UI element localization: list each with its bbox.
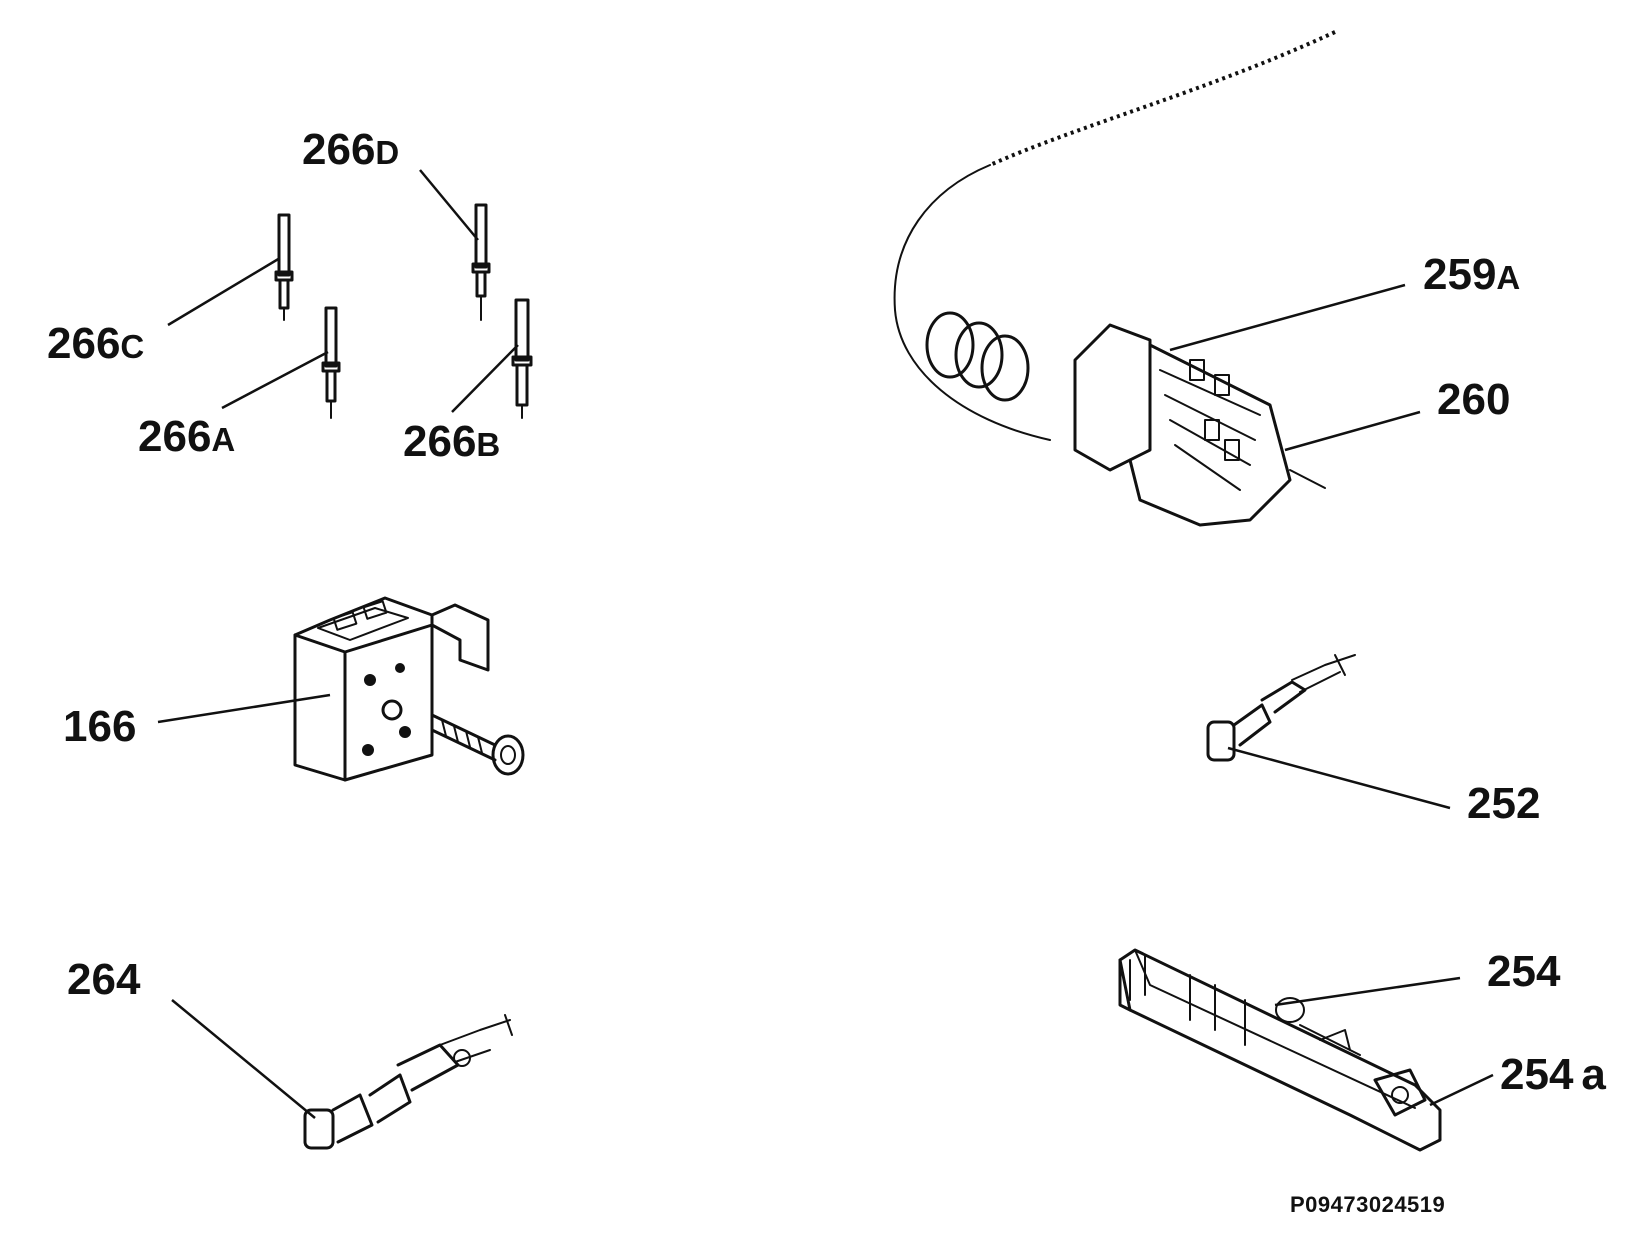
thermocouple-bracket-166 [293,596,525,782]
leader-lines [157,169,1494,1119]
document-number: P09473024519 [1290,1192,1446,1217]
ignition-electrode-252 [1206,654,1356,762]
callout-259a: 259A [1423,250,1521,299]
ignition-electrode-264 [303,1014,513,1150]
callout-266c: 266C [47,319,145,368]
callout-264: 264 [67,955,141,1004]
burner-254 [1118,948,1442,1152]
callout-266d: 266D [302,125,400,174]
nozzle-266c [274,213,294,321]
callout-254: 254 [1487,947,1561,996]
callout-166: 166 [63,702,137,751]
switch-assembly-259a-260 [893,30,1336,527]
nozzle-266d [471,203,491,321]
callout-252: 252 [1467,779,1541,828]
nozzle-266b [511,298,533,419]
callout-260: 260 [1437,375,1511,424]
nozzle-266a [321,306,341,419]
callout-266b: 266B [403,417,501,466]
callout-266a: 266A [138,412,236,461]
